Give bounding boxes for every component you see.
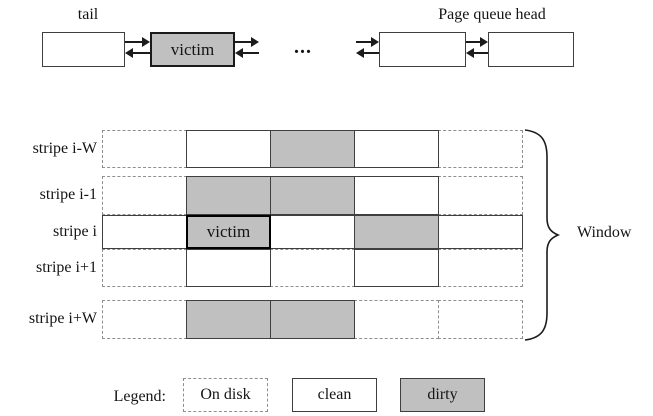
stripe-cell-disk [270, 249, 355, 287]
stripe-cell-dirty [270, 300, 355, 339]
arrow-right-icon [125, 37, 150, 47]
stripe-cell-clean [186, 249, 271, 287]
stripe-label: stripe i-1 [39, 186, 97, 203]
tail-label: tail [77, 6, 99, 23]
stripe-cell-disk [102, 130, 187, 168]
stripe-row: stripe i victim [0, 215, 653, 249]
legend-on-disk-swatch: On disk [183, 378, 268, 412]
stripe-label: stripe i-W [32, 140, 97, 157]
stripe-cell-disk [438, 176, 523, 215]
stripe-cell-clean [354, 176, 439, 215]
stripe-row: stripe i-1 [0, 176, 653, 215]
legend-title: Legend: [113, 388, 166, 405]
stripe-cell-disk [438, 300, 523, 339]
arrow-right-icon [356, 37, 379, 47]
stripe-label: stripe i+W [28, 310, 97, 327]
queue-node-tail [42, 32, 125, 67]
stripe-row: stripe i+W [0, 300, 653, 339]
stripe-cell-clean [438, 215, 523, 249]
queue-node [379, 32, 466, 67]
queue-link-arrows [466, 32, 488, 67]
stripe-cell-dirty [270, 176, 355, 215]
stripe-label: stripe i [53, 223, 97, 240]
stripe-cell-disk [102, 176, 187, 215]
stripe-cell-dirty [186, 300, 271, 339]
arrow-left-icon [125, 48, 150, 58]
stripe-cell-disk [102, 300, 187, 339]
queue-link-arrows [235, 32, 259, 67]
queue-node-head [488, 32, 574, 67]
stripe-cell-disk [102, 249, 187, 287]
window-brace-icon [524, 129, 561, 341]
arrow-left-icon [466, 48, 488, 58]
queue-link-arrows [125, 32, 150, 67]
arrow-left-icon [356, 48, 379, 58]
stripe-label: stripe i+1 [35, 259, 97, 276]
queue-link-arrows [356, 32, 379, 67]
stripe-cell-clean [270, 215, 355, 249]
queue-ellipsis: ... [294, 36, 312, 58]
stripe-cell-disk [354, 300, 439, 339]
queue-node-victim: victim [150, 32, 235, 67]
stripe-cell-clean [186, 130, 271, 168]
stripe-row: stripe i+1 [0, 249, 653, 287]
arrow-left-icon [235, 48, 259, 58]
page-queue-head-label: Page queue head [438, 6, 546, 23]
stripe-cell-clean [354, 130, 439, 168]
victim-cell: victim [186, 215, 271, 249]
window-label: Window [577, 224, 632, 241]
stripe-cell-disk [438, 249, 523, 287]
legend-clean-swatch: clean [292, 378, 377, 412]
stripe-row: stripe i-W [0, 130, 653, 168]
stripe-cell-dirty [354, 215, 439, 249]
stripe-cell-clean [354, 249, 439, 287]
stripe-cell-dirty [186, 176, 271, 215]
stripe-cell-disk [438, 130, 523, 168]
legend-dirty-swatch: dirty [400, 378, 485, 412]
stripe-cell-clean [102, 215, 187, 249]
arrow-right-icon [235, 37, 259, 47]
stripe-cell-dirty [270, 130, 355, 168]
arrow-right-icon [466, 37, 488, 47]
